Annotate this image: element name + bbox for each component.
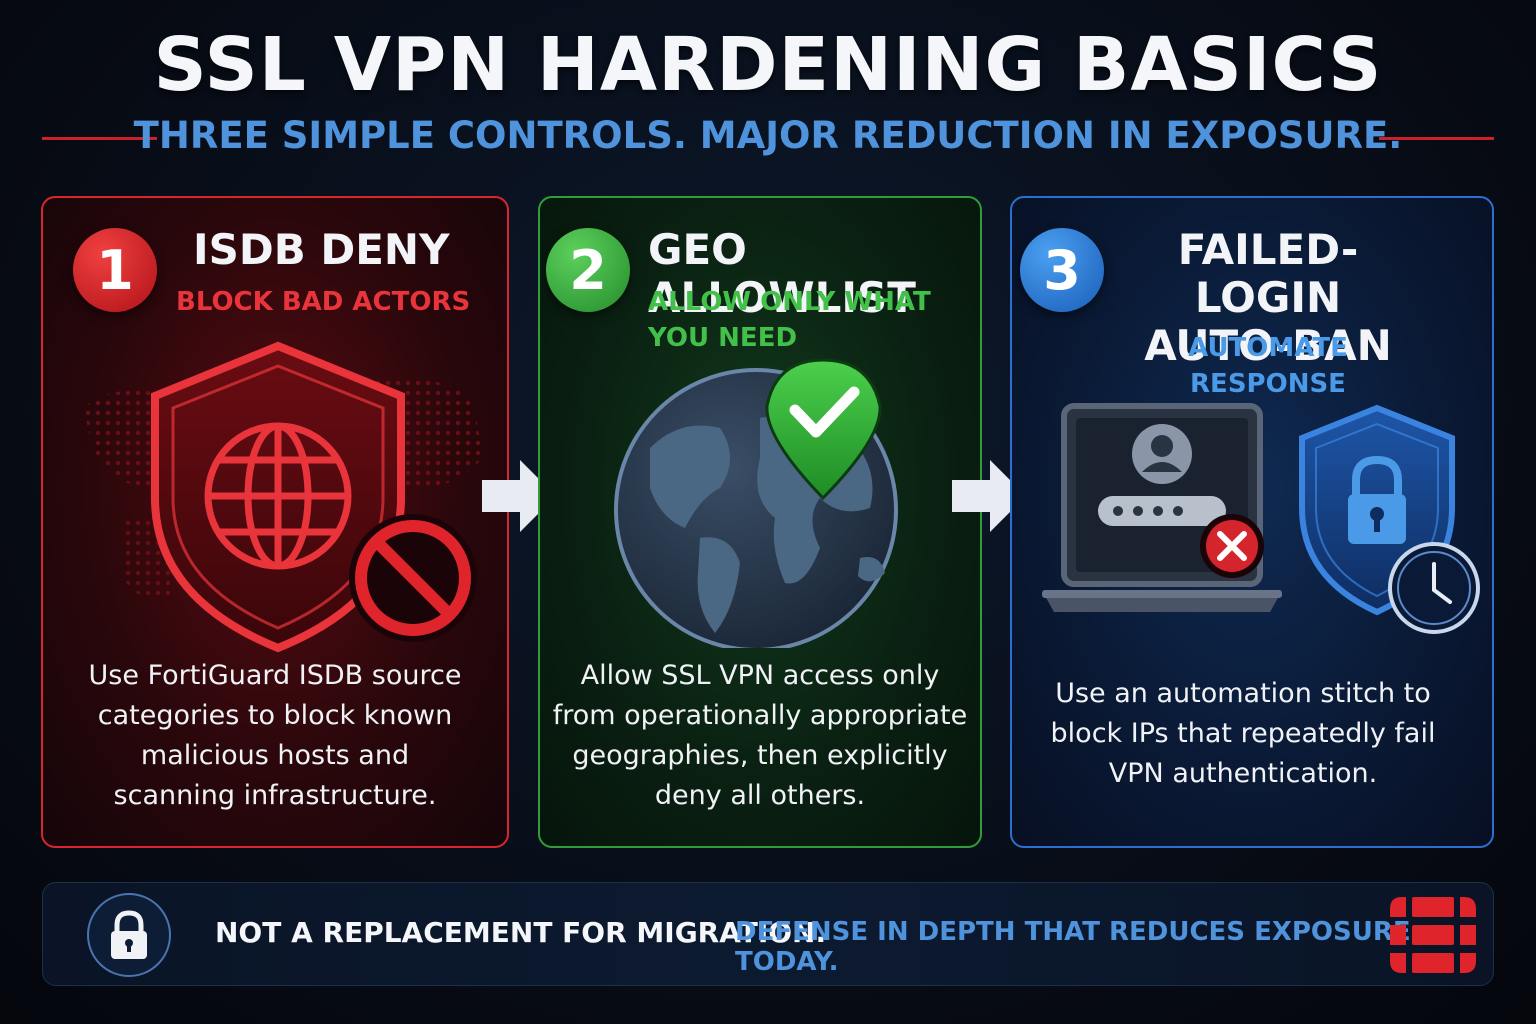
subtitle-rule-right	[1379, 137, 1494, 140]
footer-banner: NOT A REPLACEMENT FOR MIGRATION. DEFENSE…	[42, 882, 1494, 986]
step-badge-2: 2	[546, 228, 630, 312]
card-title: ISDB DENY	[193, 225, 450, 274]
page-title: SSL VPN HARDENING BASICS	[153, 22, 1383, 108]
step-badge-3: 3	[1020, 228, 1104, 312]
card-subtitle: AUTOMATE RESPONSE	[1188, 333, 1348, 399]
card-subtitle: BLOCK BAD ACTORS	[176, 287, 471, 317]
page-subtitle: THREE SIMPLE CONTROLS. MAJOR REDUCTION I…	[133, 114, 1403, 157]
globe-check-pin-icon	[614, 358, 898, 648]
padlock-icon	[111, 910, 147, 959]
card-description: Use FortiGuard ISDB source categories to…	[88, 660, 462, 811]
footer-lock-badge	[87, 893, 171, 977]
card-isdb-deny: 1 ISDB DENY BLOCK BAD ACTORS	[41, 196, 509, 848]
card-failed-login-auto-ban: 3 FAILED-LOGIN AUTO-BAN AUTOMATE RESPONS…	[1010, 196, 1494, 848]
card-description: Allow SSL VPN access only from operation…	[552, 660, 968, 811]
shield-globe-block-icon	[83, 341, 483, 653]
card-geo-allowlist: 2 GEO ALLOWLIST ALLOW ONLY WHAT YOU NEED…	[538, 196, 982, 848]
subtitle-rule-left	[42, 137, 157, 140]
card-title: FAILED-LOGIN AUTO-BAN	[1144, 225, 1392, 370]
arrow-right-icon	[952, 460, 1026, 532]
arrow-right-icon	[482, 460, 556, 532]
footer-tagline: DEFENSE IN DEPTH THAT REDUCES EXPOSURE T…	[735, 917, 1411, 977]
fortinet-logo	[1390, 897, 1476, 973]
laptop-login-fail-shield-clock-icon	[1042, 403, 1480, 634]
card-title: GEO ALLOWLIST	[648, 225, 916, 322]
step-badge-1: 1	[73, 228, 157, 312]
card-subtitle: ALLOW ONLY WHAT YOU NEED	[648, 287, 931, 353]
footer-statement: NOT A REPLACEMENT FOR MIGRATION.	[215, 916, 827, 949]
card-description: Use an automation stitch to block IPs th…	[1050, 678, 1436, 789]
